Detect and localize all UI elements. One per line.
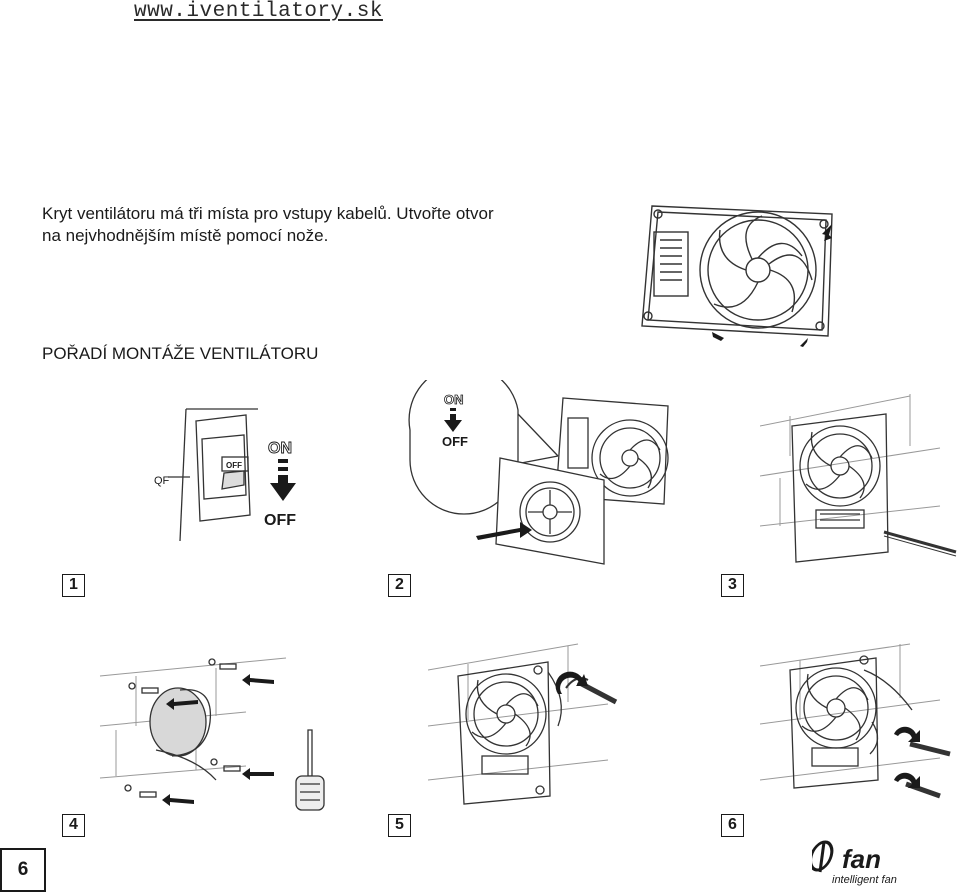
step1-off-label: OFF: [264, 512, 296, 529]
step-5-badge: 5: [388, 814, 411, 837]
step1-on-label: ON: [268, 440, 292, 457]
breaker-switch-off-text: OFF: [226, 461, 242, 470]
step-2-badge: 2: [388, 574, 411, 597]
step2-off-label: OFF: [442, 434, 468, 449]
step1-down-arrow-icon: [270, 459, 296, 501]
breaker-qf-label: QF: [154, 475, 170, 487]
step2-pull-arrow-icon: [476, 522, 532, 540]
logo-tagline: intelligent fan: [832, 874, 897, 886]
intro-paragraph: Kryt ventilátoru má tři místa pro vstupy…: [42, 203, 602, 247]
logo-word: fan: [842, 844, 881, 874]
step4-wall-drilling-illustration: [96, 646, 356, 816]
step2-down-arrow-icon: [444, 408, 462, 432]
step5-rotate-arrow-icon: [555, 671, 588, 694]
step-3-badge: 3: [721, 574, 744, 597]
step6-wiring-illustration: [760, 630, 960, 810]
step-6-badge: 6: [721, 814, 744, 837]
step3-cable-entry-illustration: [760, 386, 960, 566]
step5-screw-mounting-illustration: [428, 630, 628, 810]
step2-remove-cover-illustration: ON OFF: [408, 380, 678, 570]
fan-cover-cable-entries-illustration: [632, 200, 842, 350]
step1-circuit-breaker-illustration: QF OFF ON OFF: [150, 405, 310, 545]
intro-line-1: Kryt ventilátoru má tři místa pro vstupy…: [42, 204, 494, 223]
intro-line-2: na nejvhodnějším místě pomocí nože.: [42, 226, 329, 245]
step-4-badge: 4: [62, 814, 85, 837]
header-url-link[interactable]: www.iventilatory.sk: [134, 0, 383, 23]
ifan-logo: fan: [808, 838, 922, 890]
section-title: POŘADÍ MONTÁŽE VENTILÁTORU: [42, 344, 319, 363]
page-number: 6: [0, 848, 46, 892]
step2-on-label: ON: [444, 392, 464, 407]
step-1-badge: 1: [62, 574, 85, 597]
